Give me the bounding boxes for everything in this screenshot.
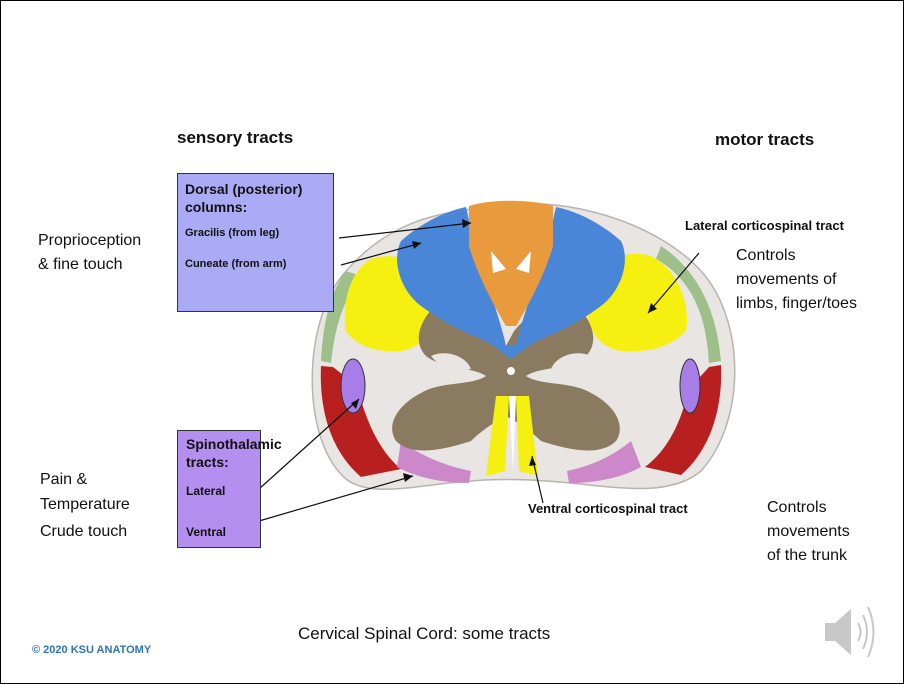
ventral-desc-2: movements xyxy=(767,521,850,543)
ventral-desc-1: Controls xyxy=(767,497,827,519)
slide-caption: Cervical Spinal Cord: some tracts xyxy=(298,623,550,645)
lateral-desc-1: Controls xyxy=(736,245,796,267)
cuneate-label: Cuneate (from arm) xyxy=(185,258,286,270)
speaker-icon xyxy=(825,607,874,657)
dorsal-columns-title-2: columns: xyxy=(185,198,247,216)
pointer-ventral-spinothalamic xyxy=(259,476,413,521)
pain-label-3: Crude touch xyxy=(40,521,127,543)
gracilis-label: Gracilis (from leg) xyxy=(185,227,279,239)
lateral-desc-2: movements of xyxy=(736,269,836,291)
proprioception-label-2: & fine touch xyxy=(38,254,123,276)
ventral-desc-3: of the trunk xyxy=(767,545,847,567)
spinothalamic-title-2: tracts: xyxy=(186,453,229,471)
lateral-corticospinal-label: Lateral corticospinal tract xyxy=(685,218,844,233)
copyright-footer: © 2020 KSU ANATOMY xyxy=(32,644,151,656)
pain-label-2: Temperature xyxy=(40,494,130,516)
spinothalamic-title-1: Spinothalamic xyxy=(186,435,282,453)
ventral-spinothalamic-label: Ventral xyxy=(186,525,226,539)
lateral-spinothalamic-label: Lateral xyxy=(186,484,225,498)
central-canal xyxy=(507,367,515,375)
lateral-desc-3: limbs, finger/toes xyxy=(736,293,857,315)
spinothalamic-box: Spinothalamic tracts: Lateral Ventral xyxy=(177,430,261,548)
dorsal-columns-box: Dorsal (posterior) columns: Gracilis (fr… xyxy=(177,173,334,312)
lateral-spinothalamic-right xyxy=(680,359,700,413)
pain-label-1: Pain & xyxy=(40,469,87,491)
dorsal-columns-title-1: Dorsal (posterior) xyxy=(185,180,302,198)
ventral-corticospinal-label: Ventral corticospinal tract xyxy=(528,501,688,516)
proprioception-label-1: Proprioception xyxy=(38,230,141,252)
